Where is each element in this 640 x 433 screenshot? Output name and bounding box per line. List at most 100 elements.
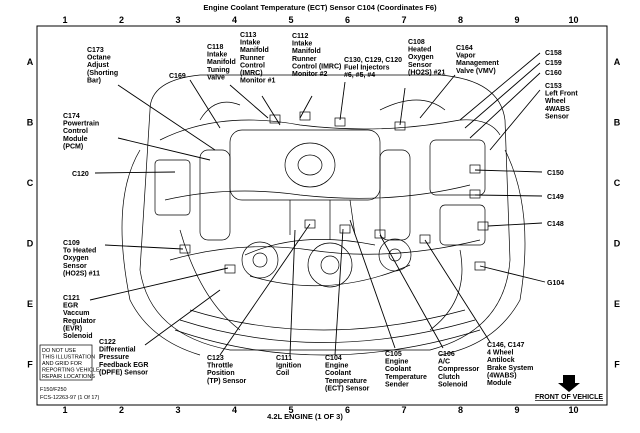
grid-column-label: 9 [514,405,519,415]
label-line: Intake [292,41,312,48]
grid-column-label: 3 [175,405,180,415]
label-line: Differential [99,347,136,354]
label-line: Module [63,136,88,143]
label-line: Management [456,60,499,67]
label-c169: C169 [169,73,186,80]
label-line: Vaccum [63,310,89,317]
label-line: C104 [325,355,342,362]
diagram-title: Engine Coolant Temperature (ECT) Sensor … [203,3,437,12]
label-line: Solenoid [63,333,93,340]
label-c149: C149 [547,194,564,201]
label-line: C121 [63,295,80,302]
grid-column-label: 7 [401,405,406,415]
grid-frame [36,25,608,406]
label-line: (IMRC) [240,70,263,77]
front-of-vehicle-label: FRONT OF VEHICLE [535,394,603,401]
label-line: C153 [545,83,562,90]
grid-column-label: 10 [568,15,578,25]
label-line: To Heated [63,248,96,255]
label-line: C111 [276,355,292,362]
label-line: Intake [207,52,227,59]
grid-row-label: F [614,360,620,370]
label-line: Heated [408,47,431,54]
grid-row-label: B [614,118,621,128]
label-line: Clutch [438,374,460,381]
label-line: (HO2S) #11 [63,270,100,277]
grid-column-label: 6 [345,405,350,415]
label-c148: C148 [547,221,564,228]
label-line: Monitor #2 [292,71,327,78]
label-g104: G104 [547,280,564,287]
label-line: Powertrain [63,121,99,128]
label-c159: C159 [545,60,562,67]
footer-title: 4.2L ENGINE (1 OF 3) [267,412,343,421]
label-line: C106 [438,351,455,358]
label-line: C108 [408,39,425,46]
label-line: Bar) [87,77,101,84]
label-line: C130, C129, C120 [344,57,402,64]
label-line: C113 [240,32,256,39]
label-line: Engine [385,359,408,366]
label-line: Control [240,62,265,69]
label-line: Monitor #1 [240,78,275,85]
label-c158: C158 [545,50,562,57]
grid-column-label: 7 [401,15,406,25]
label-line: C160 [545,70,562,77]
label-c120: C120 [72,171,89,178]
label-line: Octane [87,55,111,62]
label-line: Runner [292,56,317,63]
grid-row-label: A [27,57,34,67]
label-line: Fuel Injectors [344,65,390,72]
label-line: #6, #5, #4 [344,72,375,79]
grid-column-label: 5 [288,15,293,25]
label-line: Temperature [385,374,427,381]
label-line: 4WABS [545,106,570,113]
grid-column-label: 8 [458,15,463,25]
label-line: 4 Wheel [487,350,514,357]
notice-line: REPAIR LOCATIONS [42,374,95,380]
label-line: C112 [292,33,308,40]
label-line: Valve (VMV) [456,68,496,75]
label-line: (ECT) Sensor [325,385,370,392]
leader-lines [89,52,546,356]
label-line: Coolant [385,366,412,373]
label-line: Coil [276,370,289,377]
label-line: C173 [87,47,104,54]
label-line: C149 [547,194,564,201]
label-line: Tuning [207,67,230,74]
label-line: Oxygen [63,255,89,262]
label-line: C158 [545,50,562,57]
grid-row-label: E [27,299,33,309]
grid-row-label: D [614,239,621,249]
label-line: Position [207,370,235,377]
label-line: (Shorting [87,70,118,77]
grid-column-label: 9 [514,15,519,25]
label-line: (EVR) [63,325,82,332]
label-line: C118 [207,44,223,51]
grid-row-label: A [614,57,621,67]
grid-column-label: 4 [232,15,237,25]
grid-column-label: 1 [62,15,67,25]
label-line: (HO2S) #21 [408,69,445,76]
label-line: C174 [63,113,80,120]
grid-row-label: C [27,178,34,188]
grid-row-label: C [614,178,621,188]
label-line: C122 [99,339,116,346]
grid-column-label: 3 [175,15,180,25]
